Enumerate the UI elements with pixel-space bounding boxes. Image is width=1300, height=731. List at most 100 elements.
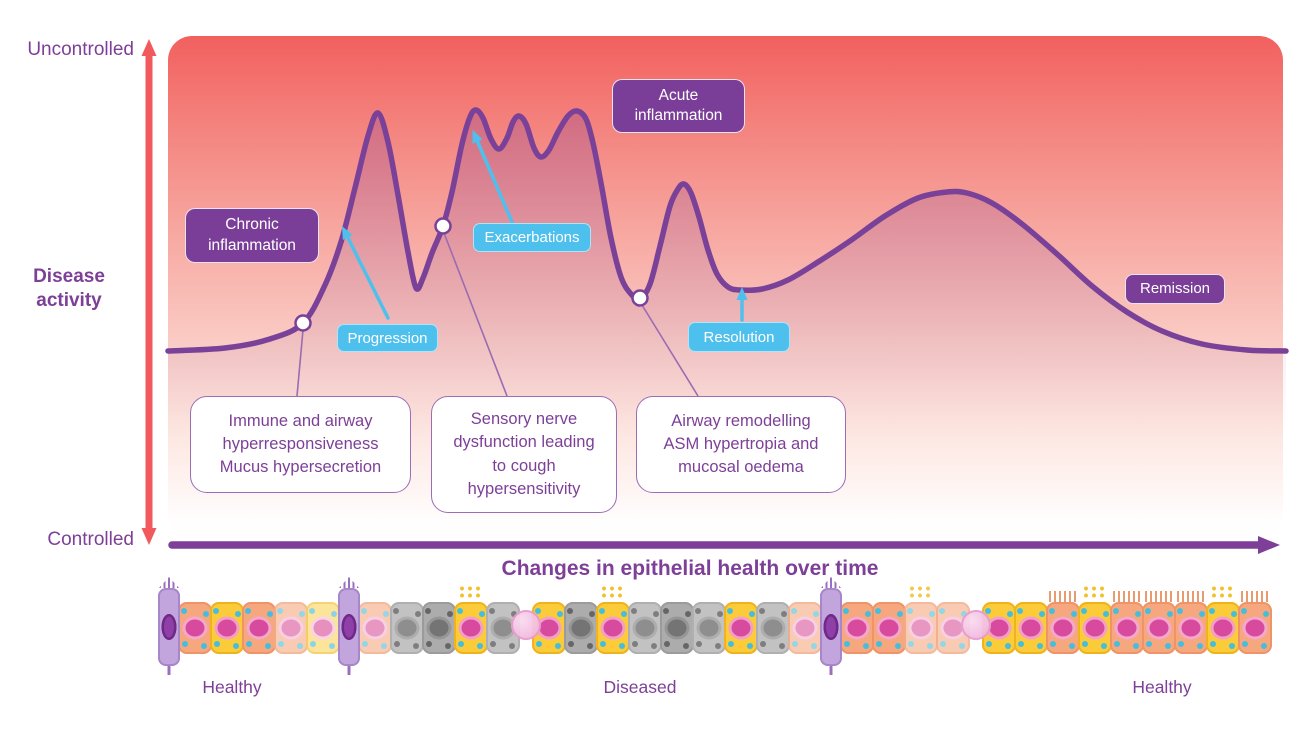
cell-granule-dot [362, 641, 368, 647]
epithelial-cell-ly [306, 602, 340, 654]
epithelial-cell-yg [596, 585, 630, 654]
cell-granule-dot [479, 611, 485, 617]
cell-granule-dot [1050, 641, 1056, 647]
cell-granule-dot [1229, 643, 1235, 649]
cell-granule-dot [1177, 608, 1183, 614]
cell-granule-dot [939, 608, 945, 614]
epithelial-cell-o [872, 602, 906, 654]
epithelial-cell-pb [961, 610, 991, 640]
callout1-line1: Immune and airway [228, 411, 373, 430]
epithelial-cell-y [724, 602, 758, 654]
acute-inflammation-badge: Acute inflammation [612, 79, 745, 133]
epithelial-cell-o [178, 602, 212, 654]
cell-granule-dot [695, 608, 701, 614]
cell-nucleus [1181, 619, 1201, 637]
callout3-line3: mucosal oedema [678, 458, 804, 477]
cell-granule-dot [213, 608, 219, 614]
cell-granule-dot [1209, 608, 1215, 614]
cell-granule-dot [727, 608, 733, 614]
cell-granule-dot [589, 611, 595, 617]
cell-granule-dot [664, 641, 670, 647]
cell-granule-dot [1145, 608, 1151, 614]
cell-granule-dot [1165, 643, 1171, 649]
cell-granule-dot [181, 608, 187, 614]
event-marker [631, 289, 649, 307]
cell-granule-dot [985, 608, 991, 614]
y-axis-top-label: Uncontrolled [27, 39, 134, 60]
cell-nucleus [217, 619, 237, 637]
cell-granule-dot [749, 611, 755, 617]
cell-nucleus [1021, 619, 1041, 637]
cell-granule-dot [1082, 641, 1088, 647]
cell-granule-dot [897, 611, 903, 617]
cell-granule-dot [875, 608, 881, 614]
cell-granule-dot [201, 643, 207, 649]
epithelial-cell-lo [788, 602, 822, 654]
cell-granule-dot [929, 611, 935, 617]
cell-nucleus [461, 619, 481, 637]
epithelial-cell-o [840, 602, 874, 654]
cell-granule-dot [329, 643, 335, 649]
cell-granule-dot [246, 641, 252, 647]
cell-nucleus [1245, 619, 1265, 637]
cell-granule-dot [477, 643, 483, 649]
cell-granule-dot [310, 641, 316, 647]
cell-granule-dot [940, 641, 946, 647]
callout2-line2: dysfunction leading [453, 433, 595, 452]
event-marker [434, 217, 452, 235]
cell-granule-dot [632, 641, 638, 647]
exacerbations-badge: Exacerbations [473, 223, 591, 252]
cell-nucleus [1117, 619, 1137, 637]
cell-granule-dot [1263, 611, 1269, 617]
cell-nucleus [493, 619, 513, 637]
cell-granule-dot [717, 611, 723, 617]
cell-granule-dot [1071, 611, 1077, 617]
epithelial-cell-pc [158, 588, 180, 666]
cell-granule-dot [663, 608, 669, 614]
cell-nucleus [249, 619, 269, 637]
cell-nucleus [429, 619, 449, 637]
cell-nucleus [699, 619, 719, 637]
cell-granule-dot [245, 608, 251, 614]
cell-granule-dot [457, 608, 463, 614]
cell-granule-dot [277, 608, 283, 614]
cell-granule-dot [1005, 643, 1011, 649]
cell-granule-dot [1039, 611, 1045, 617]
cell-granule-dot [1103, 611, 1109, 617]
cell-granule-dot [907, 608, 913, 614]
cell-granule-dot [908, 641, 914, 647]
cell-granule-dot [811, 643, 817, 649]
epithelial-cell-g [390, 602, 424, 654]
cell-granule-dot [631, 608, 637, 614]
epithelial-cell-oc [1142, 591, 1176, 654]
chronic-inflammation-badge: Chronic inflammation [185, 208, 319, 263]
cell-granule-dot [361, 608, 367, 614]
cell-nucleus [635, 619, 655, 637]
y-axis-title-line2: activity [36, 289, 102, 311]
callout3-line1: Airway remodelling [671, 411, 811, 430]
cell-granule-dot [489, 608, 495, 614]
callout-sensory-nerve: Sensory nerve dysfunction leading to cou… [431, 396, 617, 513]
callout-connector [296, 329, 304, 397]
epithelial-cell-oc [1174, 591, 1208, 654]
callout-immune-airway: Immune and airway hyperresponsiveness Mu… [190, 396, 411, 493]
cell-nucleus [397, 619, 417, 637]
cell-granule-dot [458, 641, 464, 647]
cell-granule-dot [509, 643, 515, 649]
epithelial-cell-oc [1110, 591, 1144, 654]
cell-nucleus [943, 619, 963, 637]
cell-granule-dot [865, 611, 871, 617]
cell-granule-dot [1018, 641, 1024, 647]
cell-granule-dot [1101, 643, 1107, 649]
epithelial-cell-og [904, 585, 938, 654]
stage-arrow [472, 129, 514, 224]
cell-granule-dot [568, 641, 574, 647]
callout-connector-lines [296, 232, 699, 397]
cell-granule-dot [876, 641, 882, 647]
strip-label-healthy-right: Healthy [1132, 677, 1192, 697]
cell-granule-dot [683, 643, 689, 649]
cell-granule-dot [696, 641, 702, 647]
y-axis-title: Disease activity [0, 265, 138, 313]
cell-granule-dot [1069, 643, 1075, 649]
